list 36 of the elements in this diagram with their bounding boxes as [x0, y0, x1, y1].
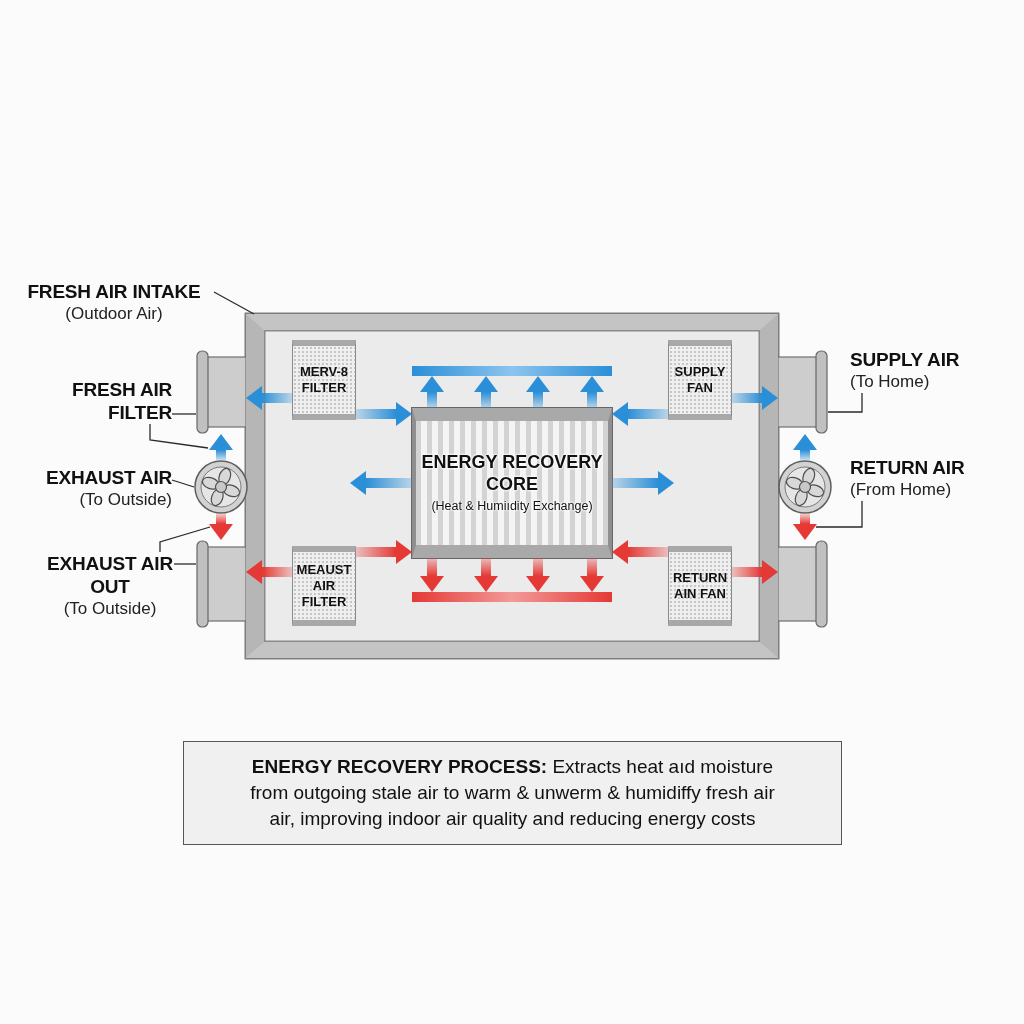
- callout-title: FRESH AIR FILTER: [71, 378, 172, 424]
- duct-collar: [196, 350, 246, 434]
- callout-title: FRESH AIR INTAKE: [27, 280, 201, 303]
- exchanger-core: [412, 408, 612, 558]
- fan-icon: [778, 460, 832, 514]
- leader-line: [173, 563, 197, 565]
- core-subtitle: (Heat & Humiıdity Exchange): [431, 498, 593, 515]
- callout-subtitle: (To Outside): [79, 489, 172, 511]
- leader-line: [171, 479, 195, 488]
- leader-line: [149, 423, 209, 449]
- callout-subtitle: (To Outside): [63, 598, 157, 620]
- leader-line: [827, 392, 863, 413]
- flow-bar: [412, 592, 612, 602]
- caption-panel: ENERGY RECOVERY PROCESS: Extracts heat aıd moisture from outgoing stale air to warm & unwerm & humidiffy fresh air air, improving indoor air quality and reducing energy costs: [183, 741, 842, 845]
- callout-subtitle: (To Home): [850, 371, 930, 393]
- duct-collar: [778, 350, 828, 434]
- callout-subtitle: (Outdoor Air): [65, 303, 163, 325]
- filter-cartridge: MEAUST AIR FILTER: [292, 546, 356, 626]
- core-title: ENERGY RECOVERY CORE: [420, 451, 604, 495]
- callout-title: SUPPLY AIR: [850, 348, 960, 371]
- callout-title: EXHAUST AIR: [46, 466, 172, 489]
- fan-cartridge: SUPPLY FAN: [668, 340, 732, 420]
- callout-title: RETURN AIR: [850, 456, 965, 479]
- flow-bar: [412, 366, 612, 376]
- unit-housing: [246, 314, 778, 658]
- callout-title: EXHAUST AIR OUT: [46, 552, 174, 598]
- duct-collar: [778, 540, 828, 628]
- filter-cartridge: MERV-8 FILTER: [292, 340, 356, 420]
- leader-line: [159, 526, 211, 553]
- leader-line: [171, 413, 197, 415]
- fan-icon: [194, 460, 248, 514]
- callout-subtitle: (From Home): [850, 479, 952, 501]
- fan-cartridge: RETURN AIN FAN: [668, 546, 732, 626]
- leader-line: [815, 500, 863, 528]
- leader-line: [213, 291, 255, 315]
- duct-collar: [196, 540, 246, 628]
